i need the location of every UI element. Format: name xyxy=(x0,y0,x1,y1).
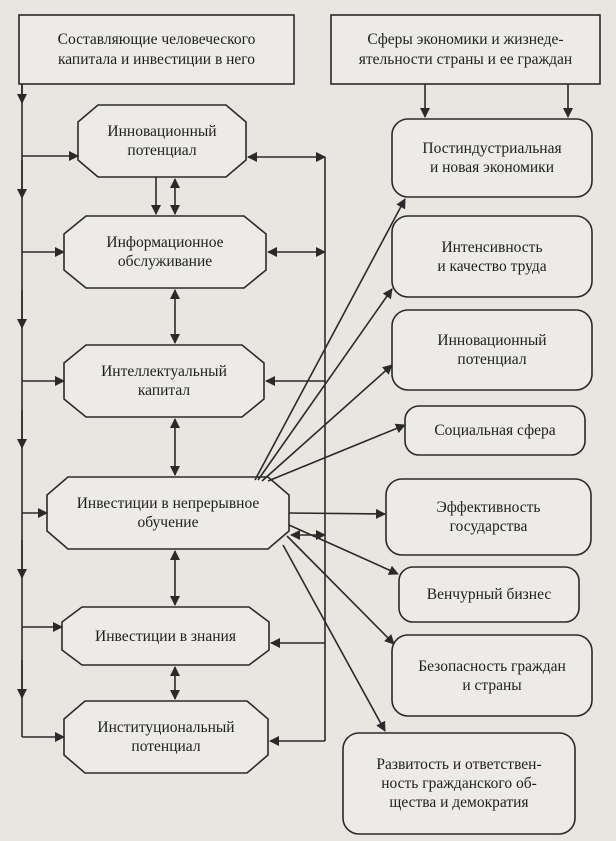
fan-arrow-to-right-node-7 xyxy=(286,535,395,645)
left-node-box-1 xyxy=(77,104,247,178)
fan-arrow-to-right-node-3 xyxy=(261,364,393,482)
fan-arrow-to-right-node-5 xyxy=(288,508,386,519)
left-node-box-3 xyxy=(63,344,265,418)
right-node-box-2 xyxy=(391,215,593,298)
left-node-box-6 xyxy=(63,700,269,774)
right-node-box-6 xyxy=(398,566,580,623)
left-node-box-2 xyxy=(63,215,267,289)
fan-arrow-to-right-node-1 xyxy=(254,198,406,481)
right-node-box-5 xyxy=(385,478,592,556)
right-node-box-3 xyxy=(391,309,593,391)
right-node-box-7 xyxy=(391,634,593,717)
left-header-box xyxy=(18,14,295,85)
right-header-box xyxy=(330,14,601,85)
left-node-box-4 xyxy=(46,476,290,550)
right-node-box-1 xyxy=(391,118,593,198)
right-node-box-4 xyxy=(404,405,586,456)
fan-arrow-to-right-node-6 xyxy=(288,524,399,575)
fan-arrow-to-right-node-2 xyxy=(257,288,393,481)
fan-arrow-to-right-node-8 xyxy=(282,544,386,732)
right-node-box-8 xyxy=(342,732,576,835)
left-node-box-5 xyxy=(61,606,270,666)
fan-arrow-to-right-node-4 xyxy=(267,423,406,482)
